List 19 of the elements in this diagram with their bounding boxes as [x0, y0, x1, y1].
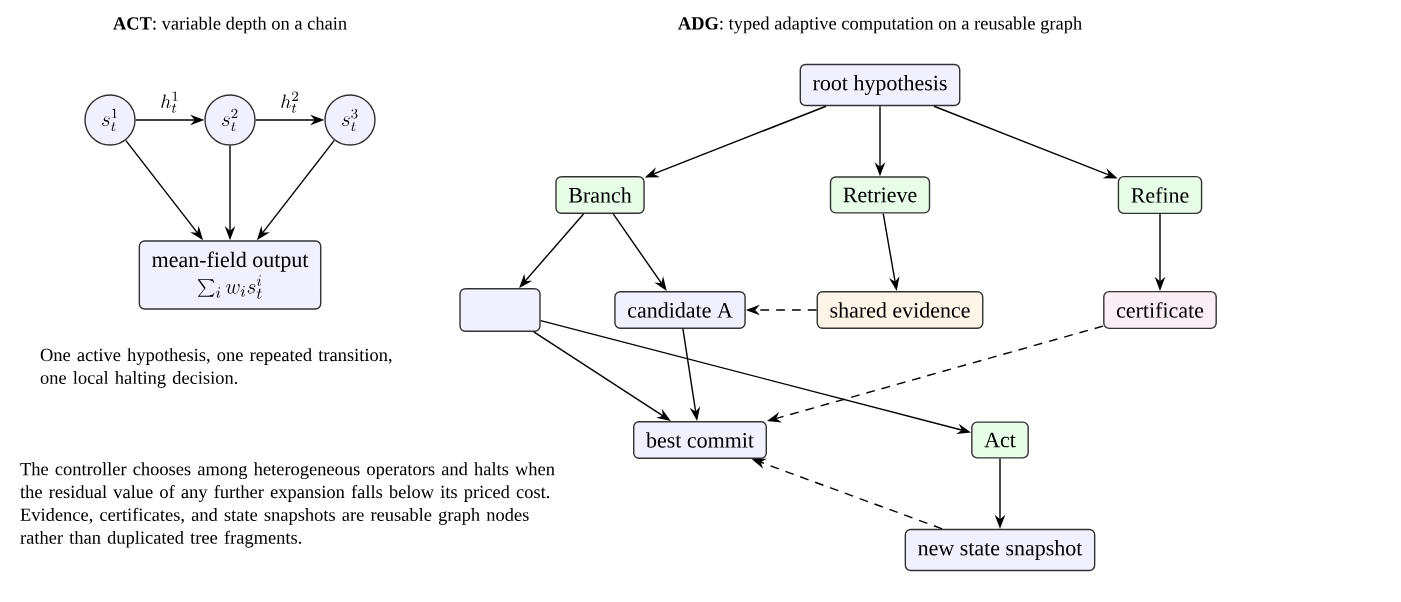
arrow — [612, 213, 667, 291]
panel-title: ACT: variable depth on a chain — [113, 16, 347, 34]
operator-box: Refine — [1117, 175, 1203, 215]
panel-title: ADG: typed adaptive computation on a reusable graph — [678, 16, 1082, 34]
description-text: The controller chooses among heterogeneous operators and halts when the residual value of any further expansion falls below its priced cost. Evidence, certificates, and state snapshots are reusable graph nodes rather than duplicated tree fragments. — [20, 462, 555, 548]
operator-box: Act — [971, 421, 1029, 459]
certificate-box: certificate — [1103, 290, 1217, 330]
snapshot-box: new state snapshot — [904, 528, 1096, 572]
edge-label: $h_t^1$ — [158, 90, 182, 115]
candidate-box: candidate A — [614, 291, 746, 329]
caption-text: One active hypothesis, one repeated transition, one local halting decision. — [40, 348, 392, 388]
edge-label: $h_t^2$ — [278, 90, 302, 115]
operator-box: Branch — [555, 176, 645, 214]
hypothesis-box: root hypothesis — [799, 63, 961, 107]
evidence-box: shared evidence — [816, 291, 984, 329]
operator-box: Retrieve — [829, 176, 931, 214]
commit-box: best commit — [633, 421, 767, 459]
output-box: mean-field output $\sum_i w_i s_t^i$ — [138, 240, 322, 310]
empty-box — [459, 288, 541, 332]
